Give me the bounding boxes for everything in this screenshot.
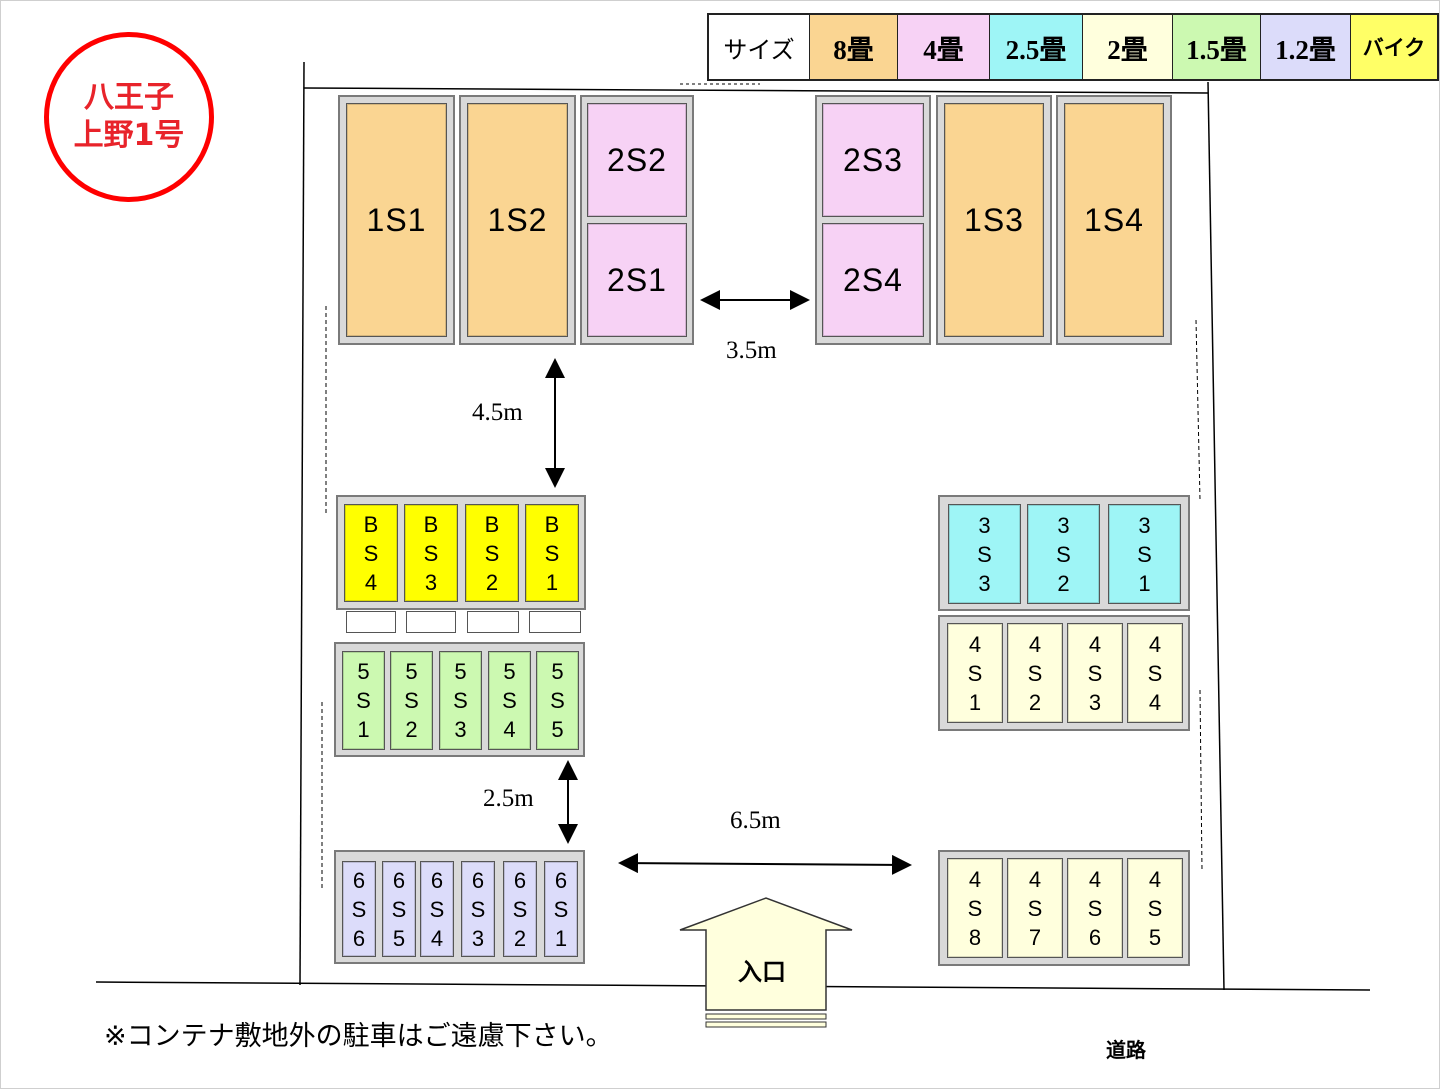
arrow-bottom-gap: [618, 853, 912, 875]
unit-6s1[interactable]: 6 S 1: [544, 861, 578, 957]
unit-6s2[interactable]: 6 S 2: [503, 861, 537, 957]
unit-5s4[interactable]: 5 S 4: [488, 651, 531, 750]
legend-8jo: 8畳: [810, 15, 898, 79]
unit-bs3[interactable]: B S 3: [404, 504, 458, 602]
boundary-top: [303, 87, 1209, 94]
unit-4s2[interactable]: 4 S 2: [1007, 623, 1063, 723]
unit-1s4[interactable]: 1S4: [1064, 103, 1164, 337]
legend-1-5jo: 1.5畳: [1173, 15, 1261, 79]
legend-2-5jo: 2.5畳: [990, 15, 1083, 79]
site-label-line1: 八王子: [84, 80, 174, 115]
container-block-4s-upper: 4 S 1 4 S 2 4 S 3 4 S 4: [938, 615, 1190, 731]
boundary-left: [299, 61, 305, 986]
legend-1-2jo: 1.2畳: [1261, 15, 1351, 79]
unit-3s1[interactable]: 3 S 1: [1108, 504, 1181, 604]
unit-5s3[interactable]: 5 S 3: [439, 651, 482, 750]
unit-3s2[interactable]: 3 S 2: [1027, 504, 1100, 604]
entrance-step-2: [705, 1021, 827, 1028]
unit-1s1[interactable]: 1S1: [346, 103, 447, 337]
unit-2s1[interactable]: 2S1: [587, 223, 687, 337]
unit-4s5[interactable]: 4 S 5: [1127, 858, 1183, 958]
legend-size-header: サイズ: [709, 15, 810, 79]
measure-mid-gap: 2.5m: [483, 785, 534, 812]
unit-bs2[interactable]: B S 2: [465, 504, 519, 602]
unit-4s8[interactable]: 4 S 8: [947, 858, 1003, 958]
legend-2jo: 2畳: [1083, 15, 1173, 79]
parking-note: ※コンテナ敷地外の駐車はご遠慮下さい。: [104, 1021, 613, 1052]
entrance-step-1: [705, 1013, 827, 1020]
unit-6s5[interactable]: 6 S 5: [382, 861, 416, 957]
site-label-line2: 上野1号: [73, 118, 185, 153]
measure-bottom-gap: 6.5m: [730, 807, 781, 834]
unit-4s1[interactable]: 4 S 1: [947, 623, 1003, 723]
unit-3s3[interactable]: 3 S 3: [948, 504, 1021, 604]
unit-6s3[interactable]: 6 S 3: [461, 861, 495, 957]
entrance-label: 入口: [738, 958, 786, 986]
unit-5s1[interactable]: 5 S 1: [342, 651, 385, 750]
container-block-2s: 2S2 2S1: [580, 95, 694, 345]
bike-slot-4: [346, 611, 396, 633]
container-block-1s2: 1S2: [459, 95, 576, 345]
unit-bs1[interactable]: B S 1: [525, 504, 579, 602]
unit-bs4[interactable]: B S 4: [344, 504, 398, 602]
container-block-bike: B S 4 B S 3 B S 2 B S 1: [336, 495, 586, 610]
unit-4s3[interactable]: 4 S 3: [1067, 623, 1123, 723]
guide-right-upper: [1195, 319, 1201, 501]
site-label-badge: 八王子 上野1号: [44, 32, 214, 202]
unit-5s2[interactable]: 5 S 2: [390, 651, 433, 750]
entrance-arrow: [679, 897, 853, 1011]
bike-slot-2: [467, 611, 519, 633]
unit-4s7[interactable]: 4 S 7: [1007, 858, 1063, 958]
unit-2s4[interactable]: 2S4: [822, 223, 924, 337]
container-block-1s1: 1S1: [338, 95, 455, 345]
unit-2s2[interactable]: 2S2: [587, 103, 687, 217]
bike-slot-1: [529, 611, 581, 633]
container-block-1s3: 1S3: [936, 95, 1052, 345]
guide-right-lower: [1199, 689, 1203, 871]
size-legend: サイズ 8畳 4畳 2.5畳 2畳 1.5畳 1.2畳 バイク: [707, 13, 1439, 81]
container-block-5s: 5 S 1 5 S 2 5 S 3 5 S 4 5 S 5: [334, 642, 585, 757]
unit-6s6[interactable]: 6 S 6: [342, 861, 376, 957]
container-block-4s-lower: 4 S 8 4 S 7 4 S 6 4 S 5: [938, 850, 1190, 966]
boundary-right: [1207, 81, 1225, 991]
container-block-2s-right: 2S3 2S4: [815, 95, 931, 345]
unit-6s4[interactable]: 6 S 4: [420, 861, 454, 957]
container-block-3s: 3 S 3 3 S 2 3 S 1: [938, 495, 1190, 611]
legend-bike: バイク: [1351, 15, 1437, 79]
container-block-6s: 6 S 6 6 S 5 6 S 4 6 S 3 6 S 2 6 S 1: [334, 850, 585, 964]
unit-2s3[interactable]: 2S3: [822, 103, 924, 217]
unit-4s4[interactable]: 4 S 4: [1127, 623, 1183, 723]
legend-4jo: 4畳: [898, 15, 990, 79]
unit-5s5[interactable]: 5 S 5: [536, 651, 579, 750]
measure-top-gap: 3.5m: [726, 337, 777, 364]
measure-left-gap: 4.5m: [472, 399, 523, 426]
unit-1s3[interactable]: 1S3: [944, 103, 1044, 337]
unit-1s2[interactable]: 1S2: [467, 103, 568, 337]
container-block-1s4: 1S4: [1056, 95, 1172, 345]
bike-slot-3: [406, 611, 456, 633]
unit-4s6[interactable]: 4 S 6: [1067, 858, 1123, 958]
road-label: 道路: [1106, 1038, 1146, 1062]
